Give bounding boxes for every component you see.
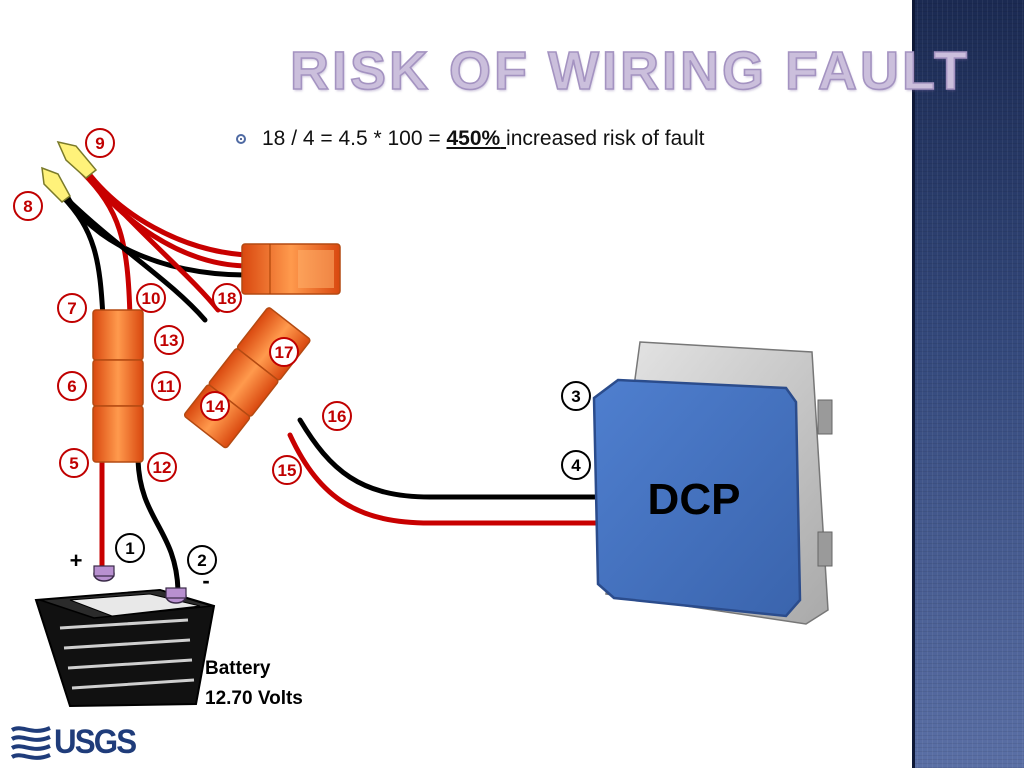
- connection-point-circle: [57, 293, 87, 323]
- connection-point-label: 1: [125, 539, 134, 558]
- connection-point-12: 12: [147, 452, 177, 482]
- dcp-label: DCP: [648, 475, 741, 524]
- connection-point-label: 2: [197, 551, 206, 570]
- connection-point-circle: [269, 337, 299, 367]
- usgs-wave-icon: [10, 726, 51, 760]
- connection-point-circle: [212, 283, 242, 313]
- connection-point-circle: [200, 391, 230, 421]
- bullet-suffix: increased risk of fault: [506, 127, 705, 150]
- connection-point-label: 10: [142, 289, 161, 308]
- dcp-enclosure-icon: DCP: [592, 341, 833, 625]
- battery-plus-sign: +: [70, 548, 83, 573]
- connection-point-9: 9: [85, 128, 115, 158]
- connection-point-label: 8: [23, 197, 32, 216]
- wire-connector-icon: [241, 243, 341, 295]
- usgs-logo-text: USGS: [54, 723, 137, 761]
- bullet-point: 18 / 4 = 4.5 * 100 = 450% increased risk…: [236, 124, 704, 154]
- wire-black-to-inline-left: [59, 193, 106, 321]
- connection-point-circle: [322, 401, 352, 431]
- connection-point-label: 18: [218, 289, 237, 308]
- connection-point-label: 3: [571, 387, 580, 406]
- connection-point-circle: [85, 128, 115, 158]
- connection-point-14: 14: [200, 391, 230, 421]
- connection-point-16: 16: [322, 401, 352, 431]
- connection-point-13: 13: [154, 325, 184, 355]
- connection-point-label: 5: [69, 454, 78, 473]
- wire-red-to-dcp: [287, 432, 601, 526]
- connection-point-circle: [151, 371, 181, 401]
- connection-point-2: 2: [187, 545, 217, 575]
- bullet-highlight: 450%: [446, 127, 501, 150]
- terminal-8: [41, 166, 71, 203]
- connection-point-10: 10: [136, 283, 166, 313]
- connection-point-circle: [561, 381, 591, 411]
- connection-point-1: 1: [115, 533, 145, 563]
- connection-point-18: 18: [212, 283, 242, 313]
- connection-point-label: 6: [67, 377, 76, 396]
- connection-point-11: 11: [151, 371, 181, 401]
- battery-label: Battery 12.70 Volts: [205, 654, 303, 714]
- connection-point-5: 5: [59, 448, 89, 478]
- slide-title: Risk of Wiring Fault: [289, 40, 970, 102]
- inline-connector-left: [92, 309, 144, 463]
- battery-icon: + -: [34, 548, 216, 708]
- connection-point-circle: [561, 450, 591, 480]
- dcp-lid: [592, 378, 802, 618]
- connection-point-circle: [57, 371, 87, 401]
- connection-point-circle: [147, 452, 177, 482]
- wire-black-battery-neg: [135, 457, 181, 593]
- connection-point-label: 15: [278, 461, 297, 480]
- connection-point-label: 11: [157, 377, 175, 396]
- connection-point-circle: [187, 545, 217, 575]
- connection-point-17: 17: [269, 337, 299, 367]
- inline-connector-diagonal: [183, 307, 311, 449]
- terminal-9: [56, 140, 98, 179]
- connection-point-circle: [272, 455, 302, 485]
- wire-black-to-dcp: [297, 417, 601, 500]
- connection-point-4: 4: [561, 450, 591, 480]
- connection-point-label: 14: [206, 397, 225, 416]
- connection-point-6: 6: [57, 371, 87, 401]
- wire-red-to-diagonal: [81, 167, 221, 313]
- connection-point-label: 7: [67, 299, 76, 318]
- usgs-logo: USGS: [10, 722, 137, 762]
- connection-point-circle: [154, 325, 184, 355]
- connection-point-label: 17: [275, 343, 294, 362]
- spade-terminals: [41, 140, 98, 203]
- battery-minus-sign: -: [202, 568, 209, 593]
- circle-bullet-icon: [236, 134, 246, 145]
- wire-black-to-diagonal: [63, 195, 208, 323]
- connection-point-7: 7: [57, 293, 87, 323]
- connection-point-label: 13: [160, 331, 179, 350]
- connection-point-3: 3: [561, 381, 591, 411]
- connection-point-label: 12: [153, 458, 172, 477]
- connection-point-circle: [13, 191, 43, 221]
- connection-point-circle: [136, 283, 166, 313]
- bullet-formula: 18 / 4 = 4.5 * 100 =: [262, 127, 447, 150]
- battery-name: Battery: [205, 658, 271, 679]
- wires: [59, 165, 601, 593]
- connection-point-label: 4: [571, 456, 581, 475]
- connection-point-label: 16: [328, 407, 347, 426]
- connection-point-8: 8: [13, 191, 43, 221]
- connection-point-circle: [115, 533, 145, 563]
- battery-voltage: 12.70 Volts: [205, 688, 303, 709]
- connection-point-label: 9: [95, 134, 104, 153]
- side-decoration-band: [912, 0, 1024, 768]
- connection-point-circle: [59, 448, 89, 478]
- connection-point-15: 15: [272, 455, 302, 485]
